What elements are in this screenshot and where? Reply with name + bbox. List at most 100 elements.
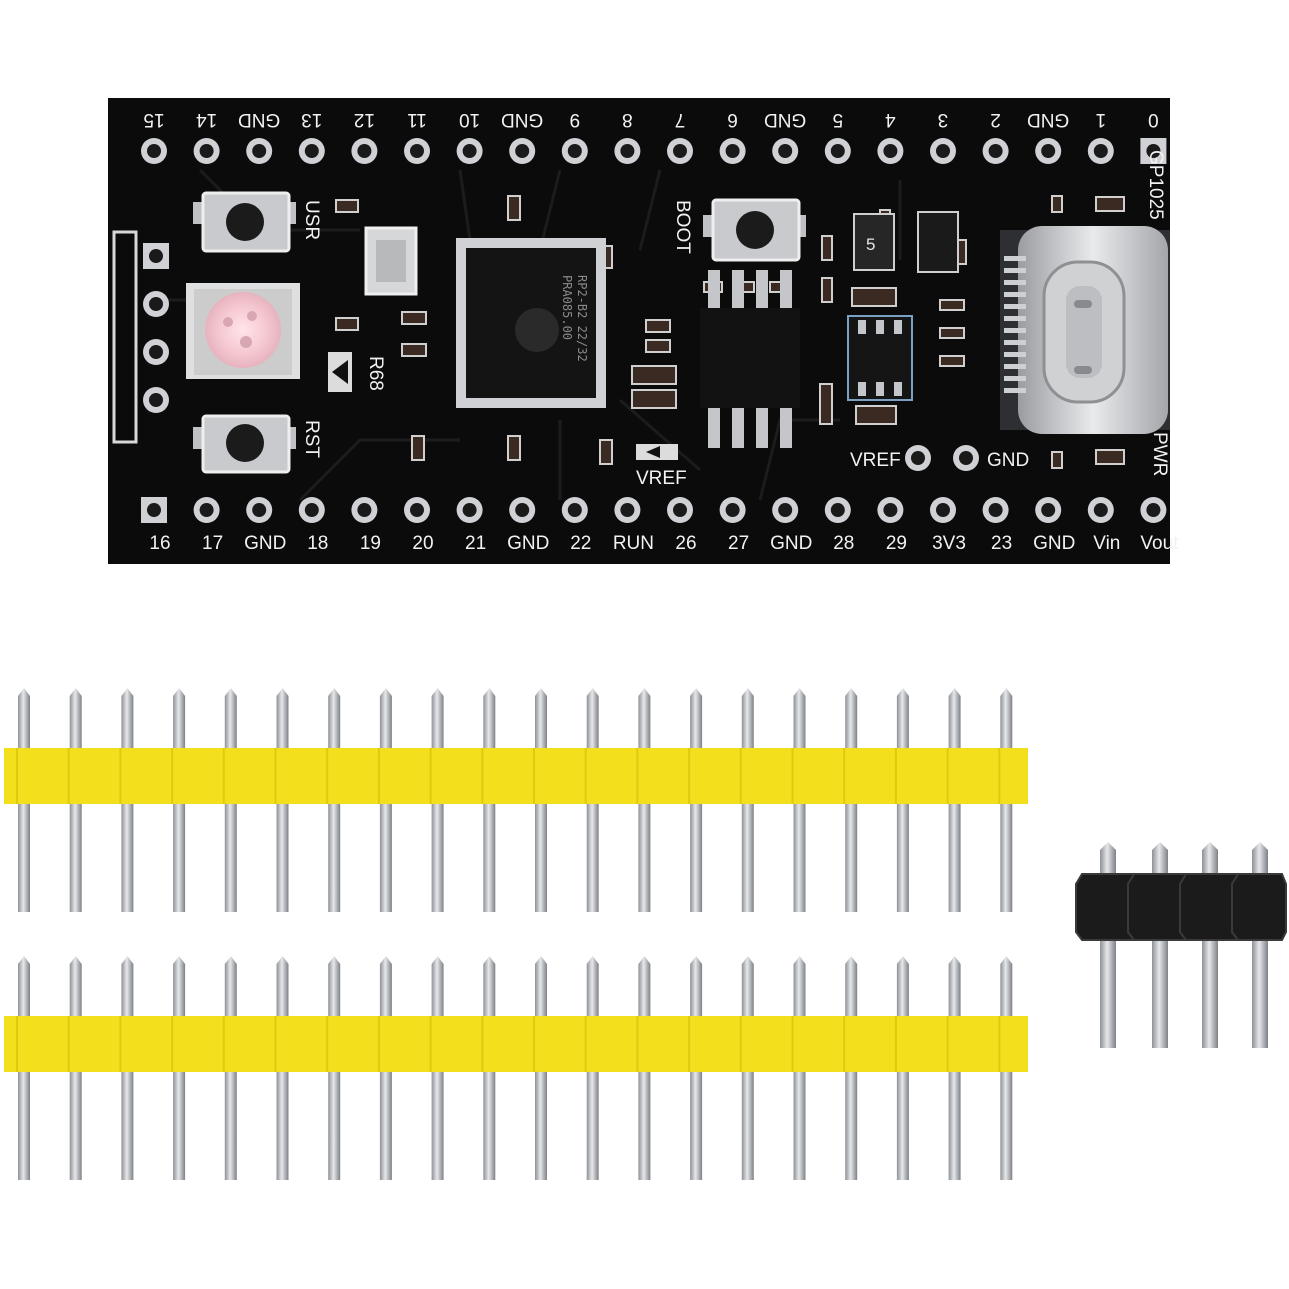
bottom-pad bbox=[456, 497, 483, 523]
header-divider bbox=[119, 1016, 122, 1072]
top-pin-label: 4 bbox=[885, 109, 896, 130]
swd-outline bbox=[112, 230, 138, 444]
bottom-pin-label: 18 bbox=[307, 533, 328, 554]
gnd-pad bbox=[953, 445, 979, 471]
bottom-pin-label: 19 bbox=[360, 533, 381, 554]
bottom-pin-label: 27 bbox=[728, 533, 749, 554]
top-pad bbox=[719, 138, 746, 164]
bottom-pin-label: 29 bbox=[886, 533, 907, 554]
header-divider bbox=[584, 1016, 587, 1072]
pin-header-20-bottom bbox=[4, 956, 1028, 1180]
header-divider bbox=[326, 748, 329, 804]
header-divider bbox=[739, 1016, 742, 1072]
header-divider bbox=[688, 1016, 691, 1072]
bottom-pad bbox=[1035, 497, 1062, 523]
header-divider bbox=[584, 748, 587, 804]
top-pin-label: 8 bbox=[622, 109, 633, 130]
top-pin-label: 11 bbox=[407, 109, 427, 130]
top-pad bbox=[614, 138, 641, 164]
header-divider bbox=[791, 748, 794, 804]
chip-line-2: PRA085.00 bbox=[560, 275, 574, 340]
top-pin-label: 2 bbox=[990, 109, 1001, 130]
bottom-pad bbox=[930, 497, 956, 523]
vref-led-label: VREF bbox=[636, 468, 687, 489]
bottom-pin-label: 26 bbox=[675, 533, 696, 554]
header-divider bbox=[688, 748, 691, 804]
bottom-pad bbox=[772, 497, 799, 523]
top-pad bbox=[1087, 138, 1114, 164]
header-divider bbox=[843, 1016, 846, 1072]
header-divider bbox=[67, 1016, 70, 1072]
top-pad bbox=[772, 138, 799, 164]
header-plastic bbox=[4, 1016, 1028, 1072]
bottom-pad bbox=[246, 497, 273, 523]
bottom-pad bbox=[982, 497, 1009, 523]
top-pin-label: 6 bbox=[727, 109, 738, 130]
header-divider bbox=[843, 748, 846, 804]
top-pin-label: 7 bbox=[675, 109, 686, 130]
bottom-pad bbox=[351, 497, 378, 523]
protection-diode bbox=[847, 315, 913, 401]
top-pin-label: 3 bbox=[938, 109, 949, 130]
top-pad bbox=[930, 138, 956, 164]
header-divider bbox=[946, 1016, 949, 1072]
bottom-pad bbox=[193, 497, 220, 523]
header-4-housing bbox=[1075, 873, 1287, 941]
bottom-pin-label: Vout bbox=[1140, 533, 1179, 554]
boot-label: BOOT bbox=[672, 200, 693, 254]
top-pin-label: 5 bbox=[833, 109, 844, 130]
top-pin-label: GND bbox=[764, 109, 806, 130]
header-divider bbox=[222, 748, 225, 804]
regulator: 5 bbox=[853, 211, 959, 273]
bottom-pin-label: 21 bbox=[465, 533, 486, 554]
top-pad bbox=[456, 138, 483, 164]
bottom-pin-label: 28 bbox=[833, 533, 854, 554]
top-pad bbox=[404, 138, 430, 164]
boot-button bbox=[703, 198, 806, 262]
header-divider bbox=[377, 1016, 380, 1072]
top-pin-label: 14 bbox=[196, 109, 218, 130]
top-pin-label: GND bbox=[1027, 109, 1069, 130]
rp2040-chip: RP2-B2 22/32 PRA085.00 bbox=[456, 238, 606, 408]
header-divider bbox=[326, 1016, 329, 1072]
header-divider bbox=[894, 748, 897, 804]
bottom-pin-label: 16 bbox=[149, 533, 170, 554]
bottom-pin-label: RUN bbox=[613, 533, 654, 554]
header-divider bbox=[119, 748, 122, 804]
header-divider bbox=[946, 748, 949, 804]
swd-pads bbox=[143, 243, 169, 413]
header-divider bbox=[274, 748, 277, 804]
bottom-pin-pads bbox=[141, 497, 1167, 523]
header-plastic bbox=[4, 748, 1028, 804]
top-pad bbox=[246, 138, 273, 164]
top-pin-label: 10 bbox=[459, 109, 480, 130]
top-pin-label: 0 bbox=[1148, 109, 1159, 130]
bottom-pin-label: GND bbox=[507, 533, 549, 554]
top-pin-label: 1 bbox=[1096, 109, 1107, 130]
pwr-label: PWR bbox=[1149, 432, 1170, 476]
top-pad bbox=[667, 138, 693, 164]
header-divider bbox=[171, 1016, 174, 1072]
bottom-pad bbox=[877, 497, 904, 523]
bottom-pin-label: 22 bbox=[570, 533, 591, 554]
header-divider bbox=[998, 748, 1001, 804]
header-divider bbox=[636, 1016, 639, 1072]
usb-c-connector bbox=[1000, 226, 1170, 434]
bottom-pad bbox=[1140, 497, 1167, 523]
top-pad bbox=[982, 138, 1009, 164]
chip-line-1: RP2-B2 22/32 bbox=[575, 275, 589, 362]
usr-label: USR bbox=[301, 200, 322, 240]
header-divider bbox=[533, 748, 535, 804]
bottom-pin-label: 3V3 bbox=[932, 533, 966, 554]
five-label: 5 bbox=[866, 235, 875, 254]
header-divider bbox=[171, 748, 174, 804]
top-pad bbox=[351, 138, 378, 164]
crystal bbox=[364, 226, 418, 296]
header-divider bbox=[791, 1016, 794, 1072]
rst-label: RST bbox=[301, 420, 322, 458]
bottom-pad bbox=[719, 497, 746, 523]
rst-button bbox=[193, 414, 296, 474]
